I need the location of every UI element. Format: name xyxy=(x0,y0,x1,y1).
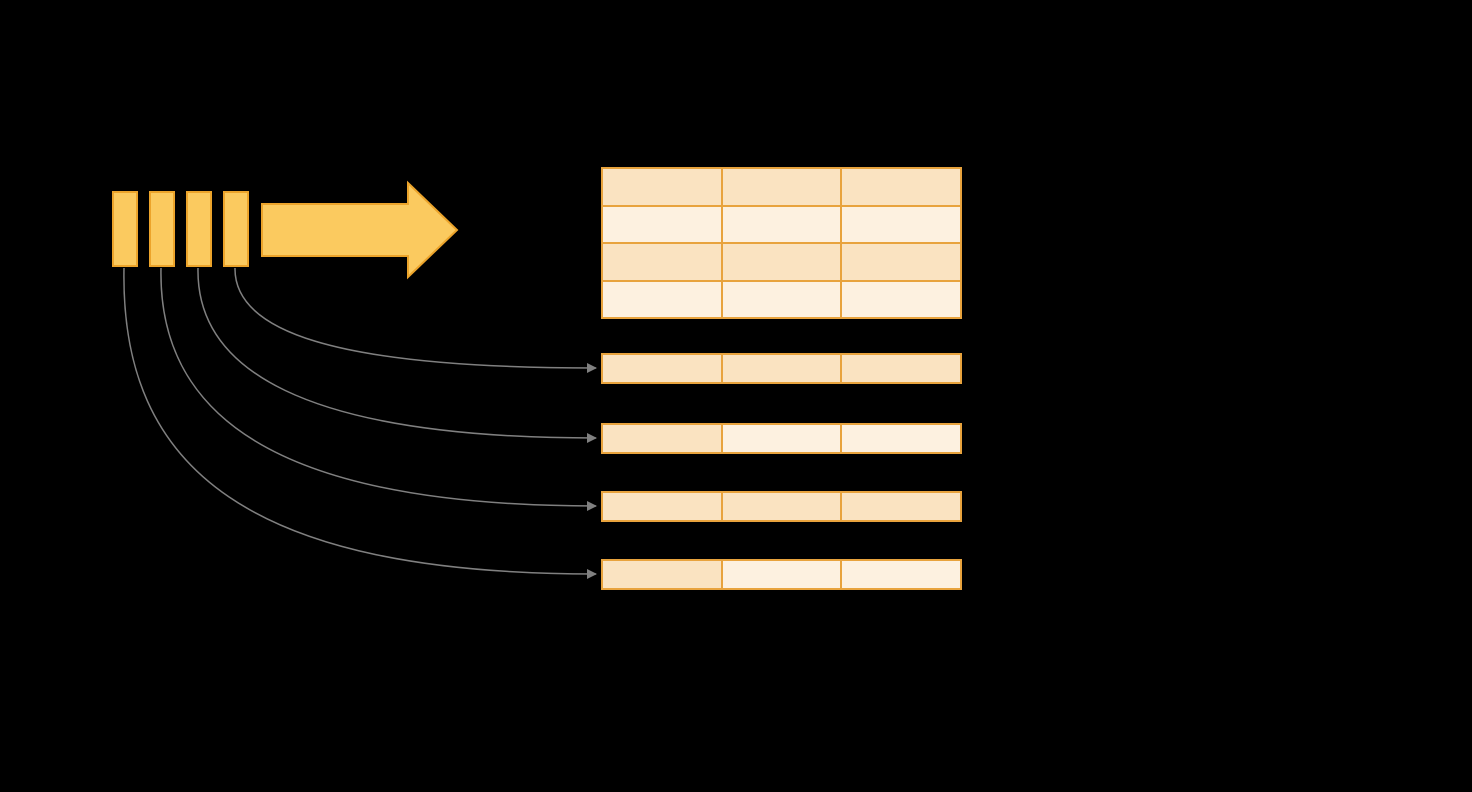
table-cell xyxy=(840,493,961,520)
table-cell xyxy=(603,282,721,318)
queue-bar-1 xyxy=(112,191,138,267)
queue-bar-4 xyxy=(223,191,249,267)
row-table-4 xyxy=(601,559,962,590)
table-cell xyxy=(720,281,841,317)
table-row xyxy=(603,561,961,588)
table-cell xyxy=(840,425,961,452)
table-cell xyxy=(603,425,721,452)
row-table-3 xyxy=(601,491,962,522)
table-row xyxy=(603,355,961,382)
table-cell xyxy=(840,355,961,382)
table-cell xyxy=(603,244,721,280)
main-table xyxy=(601,167,962,319)
table-row xyxy=(603,493,961,520)
table-cell xyxy=(603,169,721,205)
table-cell xyxy=(720,355,841,382)
table-cell xyxy=(720,425,841,452)
row-table-2 xyxy=(601,423,962,454)
table-cell xyxy=(840,206,960,242)
row-table-1 xyxy=(601,353,962,384)
table-cell xyxy=(603,207,721,243)
table-row xyxy=(603,425,961,452)
table-cell xyxy=(603,561,721,588)
table-row xyxy=(603,242,960,280)
table-cell xyxy=(720,206,841,242)
connector-bar1-to-row4 xyxy=(123,267,597,579)
table-row xyxy=(603,279,960,318)
table-cell xyxy=(603,493,721,520)
connector-bar4-to-row1 xyxy=(234,267,597,373)
table-cell xyxy=(603,355,721,382)
table-cell xyxy=(840,561,961,588)
table-cell xyxy=(720,169,841,205)
table-cell xyxy=(720,561,841,588)
table-cell xyxy=(840,281,960,317)
connector-bar2-to-row3 xyxy=(160,267,597,511)
table-row xyxy=(603,169,960,205)
table-row xyxy=(603,204,960,243)
right-arrow-icon xyxy=(261,180,459,280)
connector-bar3-to-row2 xyxy=(197,267,597,443)
queue-bar-2 xyxy=(149,191,175,267)
table-cell xyxy=(840,169,960,205)
table-cell xyxy=(840,244,960,280)
table-cell xyxy=(720,493,841,520)
queue-bar-3 xyxy=(186,191,212,267)
table-cell xyxy=(720,244,841,280)
